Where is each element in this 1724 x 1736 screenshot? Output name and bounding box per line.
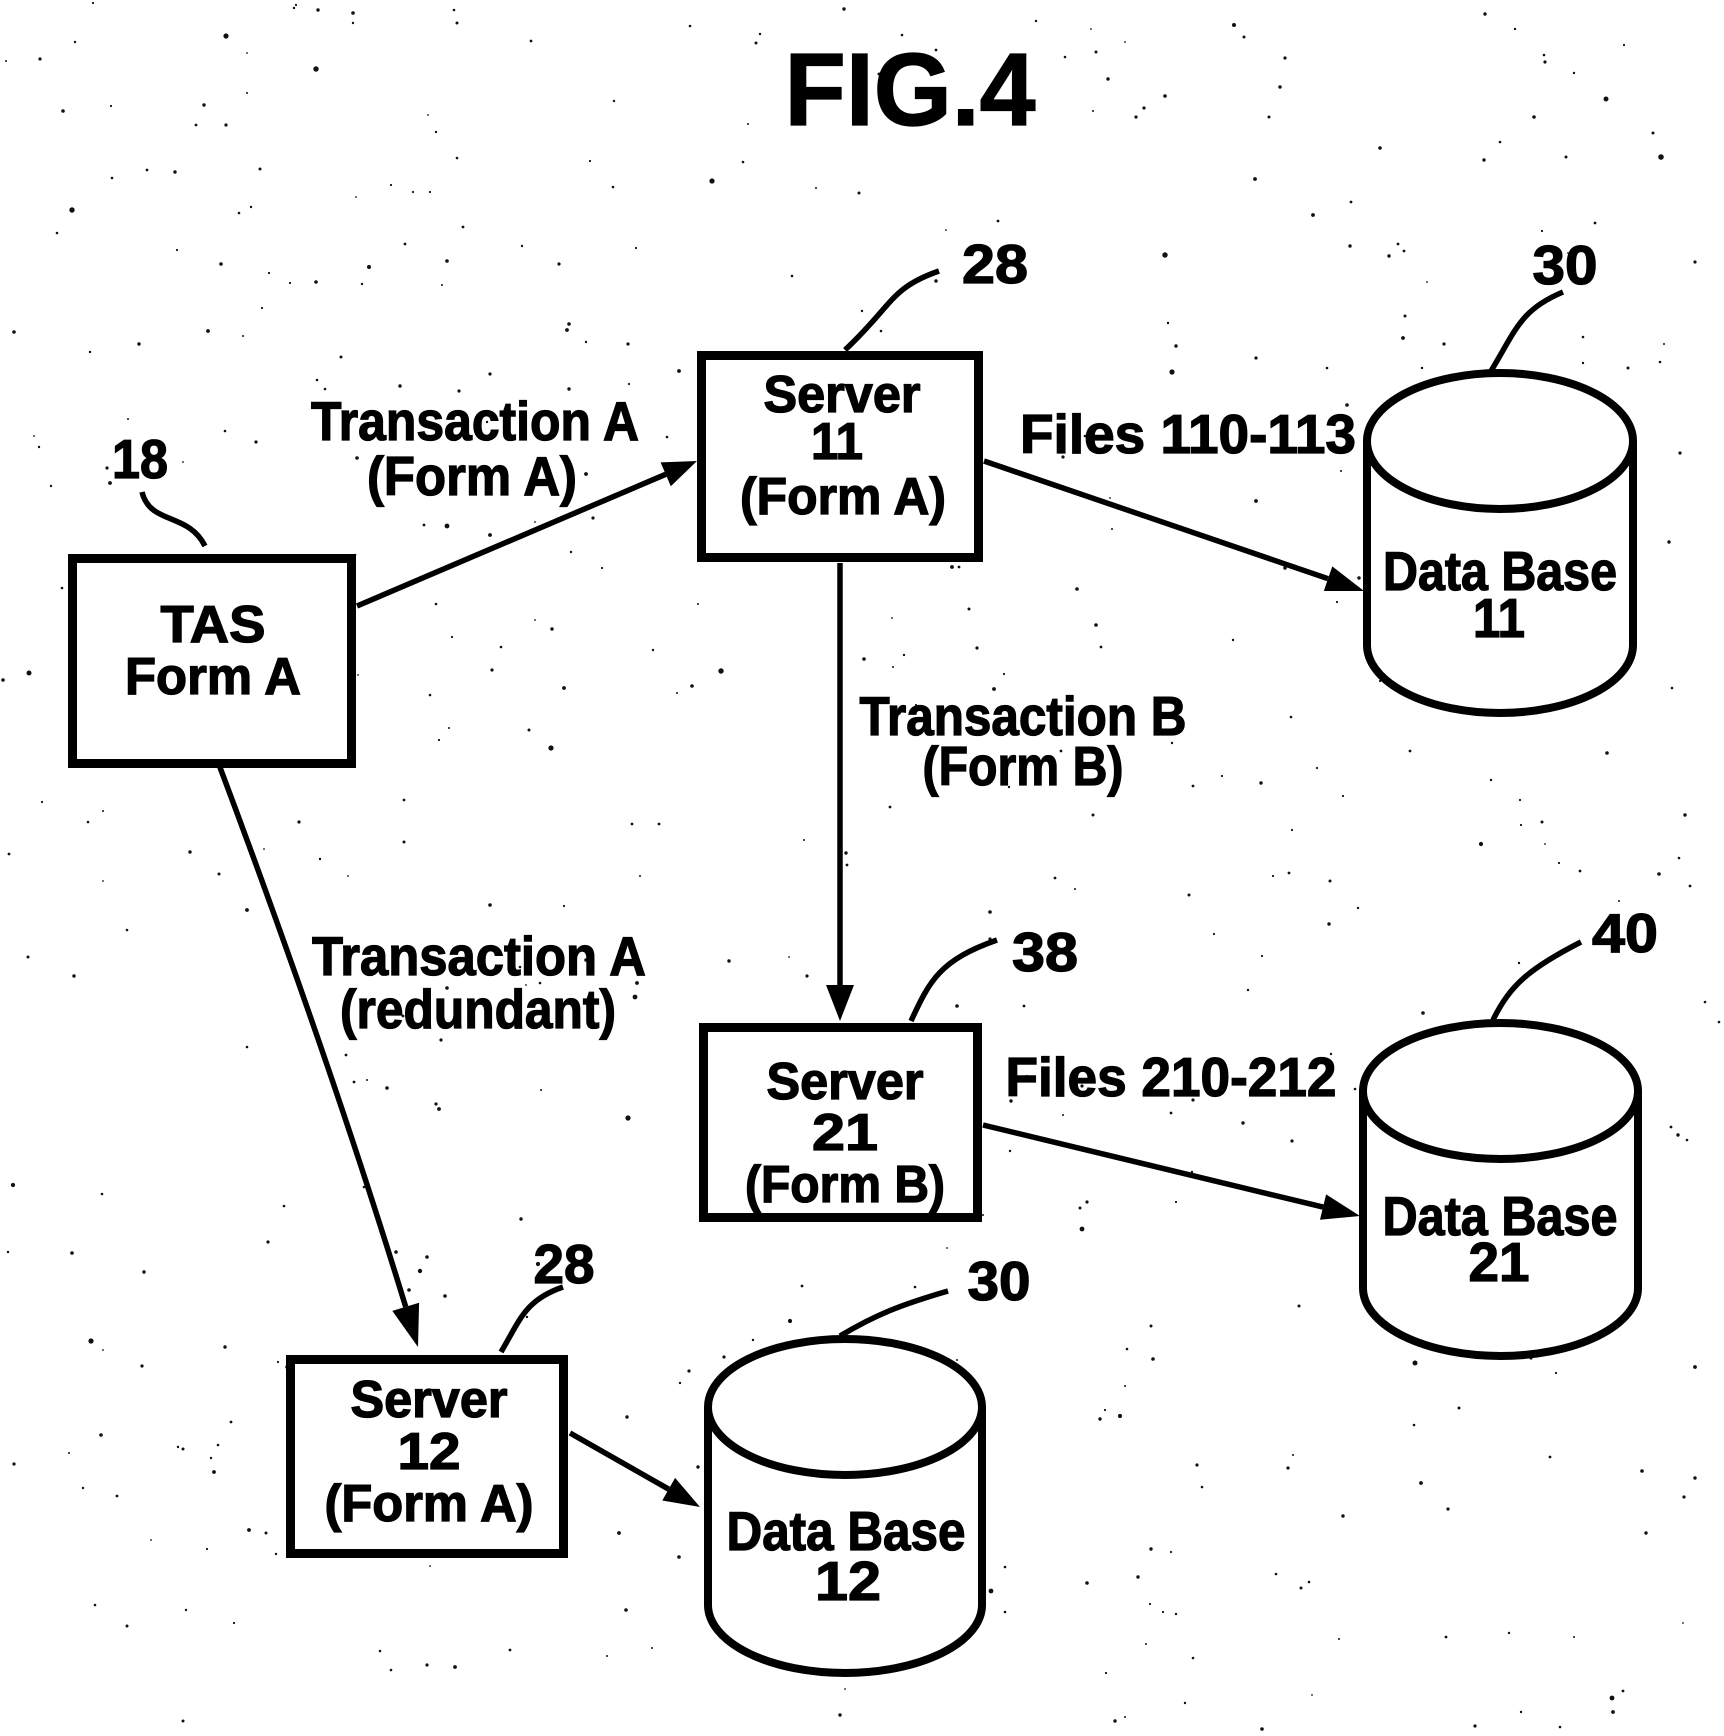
svg-text:(Form A): (Form A) — [325, 1475, 534, 1533]
svg-text:Form A: Form A — [125, 648, 301, 706]
svg-text:(Form A): (Form A) — [740, 468, 946, 526]
svg-text:TAS: TAS — [161, 596, 266, 654]
svg-text:11: 11 — [811, 413, 863, 471]
svg-text:(Form B): (Form B) — [745, 1156, 945, 1214]
svg-text:Data Base: Data Base — [1383, 1185, 1618, 1247]
svg-text:12: 12 — [398, 1423, 461, 1481]
svg-text:11: 11 — [1473, 587, 1525, 649]
svg-text:30: 30 — [1533, 234, 1598, 296]
svg-text:12: 12 — [815, 1550, 881, 1612]
svg-text:38: 38 — [1012, 921, 1078, 983]
svg-text:Transaction B: Transaction B — [860, 685, 1187, 747]
svg-text:21: 21 — [1469, 1231, 1530, 1293]
svg-text:21: 21 — [812, 1104, 878, 1162]
svg-text:40: 40 — [1592, 902, 1658, 964]
svg-text:Files 110-113: Files 110-113 — [1020, 403, 1356, 465]
svg-text:(Form B): (Form B) — [923, 735, 1124, 797]
svg-text:Data Base: Data Base — [727, 1500, 966, 1562]
svg-text:Files 210-212: Files 210-212 — [1006, 1046, 1337, 1108]
svg-text:Data Base: Data Base — [1383, 540, 1617, 602]
svg-text:(Form A): (Form A) — [367, 445, 577, 507]
svg-text:(redundant): (redundant) — [340, 978, 616, 1040]
svg-text:Transaction A: Transaction A — [312, 925, 646, 987]
svg-text:28: 28 — [962, 233, 1028, 295]
svg-text:28: 28 — [534, 1233, 595, 1295]
svg-text:Server: Server — [764, 366, 921, 424]
svg-text:Transaction A: Transaction A — [311, 390, 639, 452]
svg-text:Server: Server — [767, 1053, 924, 1111]
svg-text:18: 18 — [112, 428, 168, 490]
svg-text:30: 30 — [968, 1250, 1031, 1312]
svg-text:FIG.4: FIG.4 — [785, 32, 1036, 147]
svg-text:Server: Server — [351, 1371, 508, 1429]
